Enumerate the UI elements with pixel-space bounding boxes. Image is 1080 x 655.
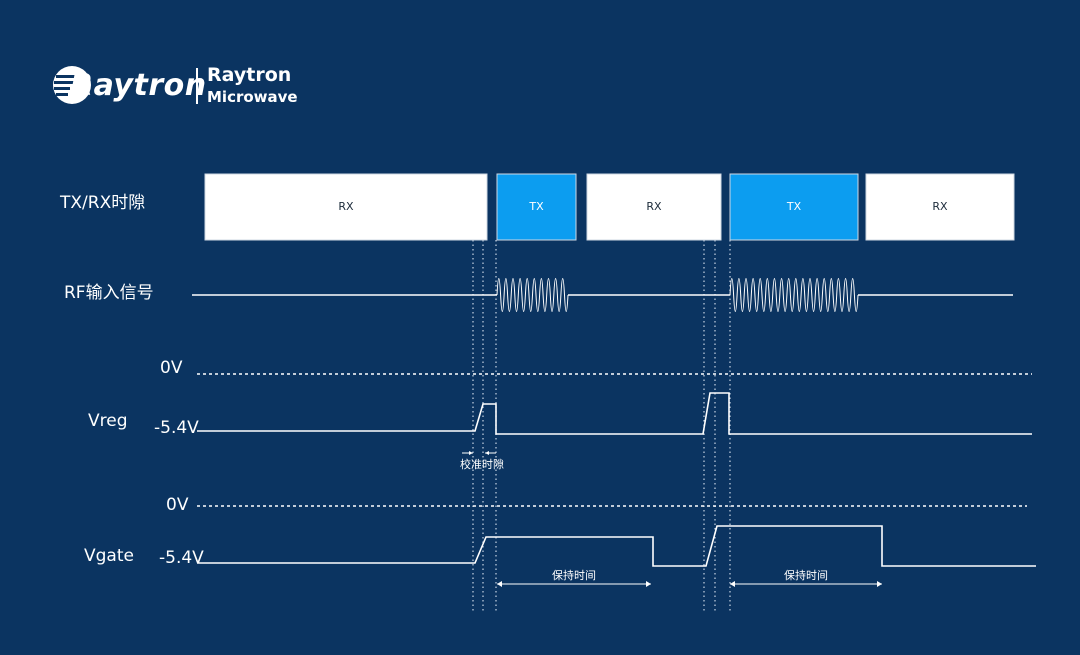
slot-rx-box [204, 173, 488, 241]
logo-line2: Microwave [207, 88, 298, 106]
vgate-zero-label: 0V [166, 495, 189, 515]
vgate-line [197, 525, 1036, 567]
raytron-logo-icon [53, 66, 91, 104]
slot-rx-label: RX [932, 200, 948, 213]
hold-time-arrowhead [497, 581, 502, 587]
hold-time-arrowhead [646, 581, 651, 587]
calibration-arrowhead [469, 451, 473, 455]
slot-tx-label: TX [786, 200, 802, 213]
vreg-zero-label: 0V [160, 358, 183, 378]
calibration-arrowhead [485, 451, 489, 455]
hold-time-arrowhead [730, 581, 735, 587]
calibration-label: 校准时隙 [460, 457, 504, 471]
logo-line1: Raytron [207, 64, 292, 86]
hold-time-label: 保持时间 [552, 568, 596, 582]
vreg-line [197, 392, 1032, 435]
vreg-neg-label: -5.4V [154, 418, 199, 438]
slot-rx-label: RX [338, 200, 354, 213]
slot-rx-box [865, 173, 1015, 241]
rf-signal [192, 278, 1013, 312]
row-label-rf: RF输入信号 [64, 283, 154, 303]
vgate-waveform [197, 505, 1036, 567]
hold-time-arrowhead [877, 581, 882, 587]
row-label-txrx: TX/RX时隙 [59, 193, 145, 213]
slot-tx-box [729, 173, 859, 241]
slot-tx-box [496, 173, 577, 241]
slot-boxes: RX TX RX TX RX [204, 173, 1015, 241]
slot-rx-box [586, 173, 722, 241]
rf-burst [729, 278, 859, 312]
slot-tx-label: TX [528, 200, 544, 213]
vgate-neg-label: -5.4V [159, 548, 204, 568]
row-label-vgate: Vgate [84, 546, 134, 566]
slot-rx-label: RX [646, 200, 662, 213]
row-label-vreg: Vreg [88, 411, 128, 431]
logo-wordmark: Raytron [70, 68, 207, 103]
hold-time-label: 保持时间 [784, 568, 828, 582]
raytron-logo: Raytron Raytron Microwave [52, 62, 312, 112]
rf-burst [496, 278, 569, 312]
logo-divider [196, 68, 198, 104]
vreg-waveform [197, 373, 1032, 435]
